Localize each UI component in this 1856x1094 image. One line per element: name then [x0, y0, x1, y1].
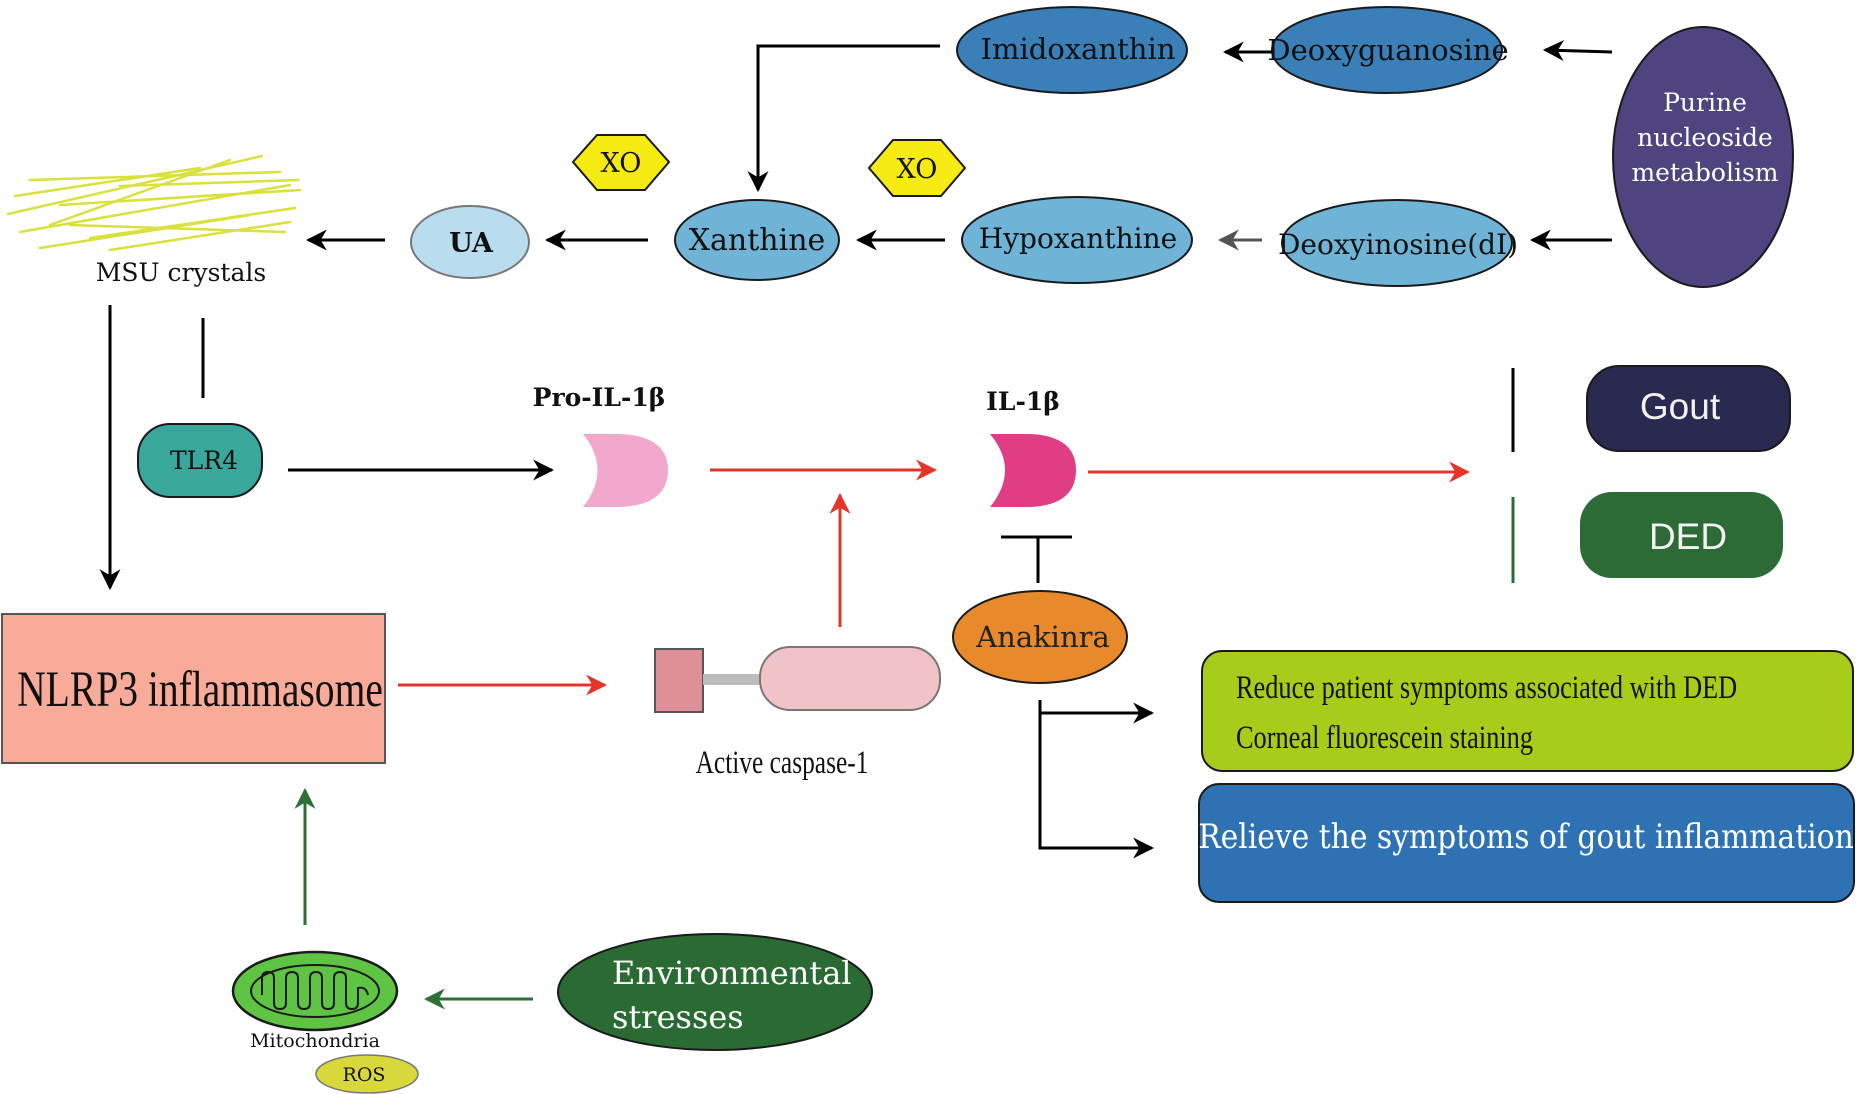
- tlr4-node: TLR4: [137, 423, 263, 498]
- purine-label-line3: metabolism: [1631, 158, 1778, 187]
- caspase-label: Active caspase-1: [696, 745, 869, 781]
- ded-effect-box: Reduce patient symptoms associated with …: [1201, 650, 1854, 772]
- caspase-node: [654, 646, 941, 713]
- ros-label: ROS: [343, 1064, 386, 1086]
- deoxyguanosine-label: Deoxyguanosine: [1267, 33, 1508, 67]
- xo-label-1: XO: [601, 148, 642, 179]
- pro-il1b-label: Pro-IL-1β: [533, 383, 666, 412]
- ded-effect-line1: Reduce patient symptoms associated with …: [1236, 671, 1737, 706]
- gout-effect-label: Relieve the symptoms of gout inflammatio…: [1198, 818, 1854, 856]
- deoxyinosine-node: Deoxyinosine(dI): [1278, 199, 1518, 287]
- anakinra-label: Anakinra: [975, 620, 1110, 654]
- il1b-label: IL-1β: [986, 387, 1060, 416]
- il1b-shape: [990, 434, 1076, 507]
- mitochondria-icon: [231, 950, 399, 1032]
- environmental-label-line2: stresses: [612, 998, 744, 1036]
- environmental-label-line1: Environmental: [612, 954, 852, 992]
- nlrp3-label: NLRP3 inflammasome: [17, 661, 383, 717]
- purine-label-line2: nucleoside: [1637, 123, 1773, 152]
- ded-label: DED: [1649, 516, 1727, 557]
- purine-metabolism-node: Purine nucleoside metabolism: [1612, 26, 1794, 288]
- anakinra-node: Anakinra: [952, 590, 1128, 684]
- xanthine-label: Xanthine: [689, 223, 826, 258]
- nlrp3-node: NLRP3 inflammasome: [1, 613, 386, 764]
- xo-hexagon-2: XO: [867, 139, 967, 197]
- ded-node: DED: [1580, 492, 1783, 578]
- xanthine-node: Xanthine: [674, 199, 840, 281]
- deoxyguanosine-node: Deoxyguanosine: [1267, 6, 1509, 94]
- xo-hexagon-1: XO: [571, 134, 671, 191]
- arrow-imidoxanthin-to-xanthine: [747, 44, 940, 193]
- mitochondria-label: Mitochondria: [250, 1030, 380, 1052]
- ded-effect-line2: Corneal fluorescein staining: [1236, 721, 1533, 756]
- arrow-anakinra-to-gout-relief: [1038, 700, 1155, 859]
- hypoxanthine-label: Hypoxanthine: [979, 222, 1177, 255]
- imidoxanthin-label: Imidoxanthin: [981, 32, 1176, 66]
- ua-node: UA: [410, 205, 530, 279]
- tlr4-label: TLR4: [170, 446, 238, 475]
- ua-label: UA: [449, 228, 494, 259]
- pro-il1b-shape: [583, 434, 668, 507]
- gout-node: Gout: [1586, 365, 1791, 452]
- xo-label-2: XO: [897, 154, 938, 185]
- hypoxanthine-node: Hypoxanthine: [961, 196, 1193, 284]
- arrow-purine-to-deoxyguanosine: [1542, 40, 1613, 62]
- gout-effect-box: Relieve the symptoms of gout inflammatio…: [1198, 783, 1855, 903]
- gout-label: Gout: [1640, 386, 1721, 427]
- msu-crystals-label: MSU crystals: [96, 258, 266, 287]
- deoxyinosine-label: Deoxyinosine(dI): [1278, 228, 1518, 261]
- purine-label-line1: Purine: [1663, 88, 1747, 117]
- imidoxanthin-node: Imidoxanthin: [956, 6, 1188, 94]
- environmental-stresses-node: Environmental stresses: [557, 933, 873, 1051]
- msu-crystals-icon: [6, 154, 302, 252]
- ros-node: ROS: [315, 1054, 419, 1094]
